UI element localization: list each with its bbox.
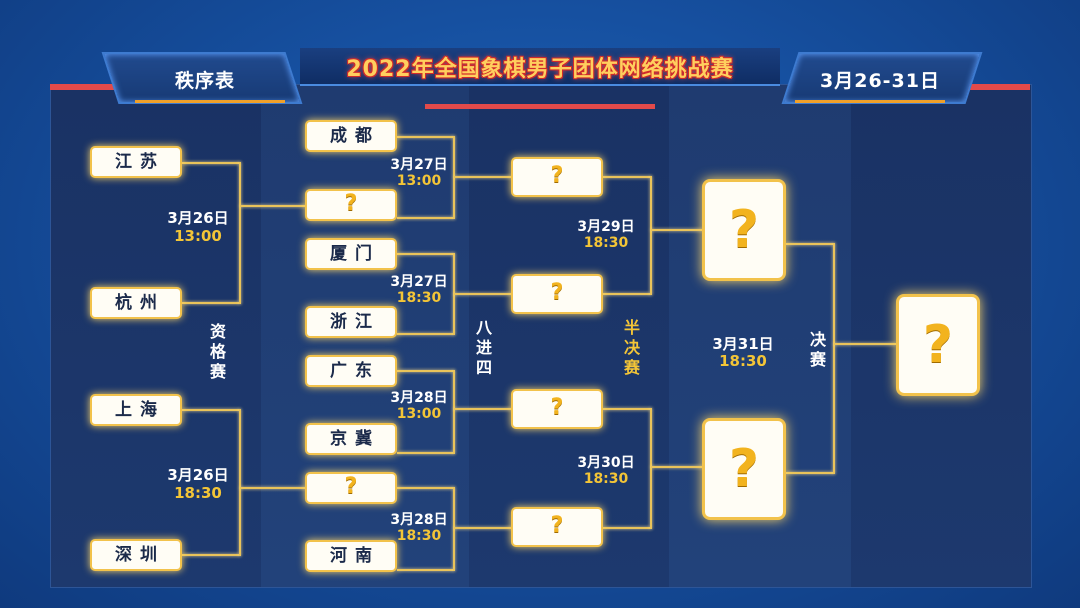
connector — [834, 343, 896, 345]
connector — [397, 370, 454, 372]
team-slot[interactable]: 河南 — [305, 540, 397, 572]
team-slot-placeholder[interactable]: ? — [511, 507, 603, 547]
match-time: 13:00 — [174, 227, 222, 245]
match-time: 18:30 — [174, 484, 222, 502]
match-date: 3月29日 — [577, 219, 635, 235]
connector — [786, 243, 834, 245]
connector — [651, 229, 703, 231]
team-slot-placeholder[interactable]: ? — [305, 472, 397, 504]
connector — [650, 176, 652, 295]
placeholder-mark: ? — [728, 439, 760, 499]
finalist-slot[interactable]: ? — [702, 179, 786, 281]
match-date: 3月26日 — [167, 209, 229, 227]
date-range-label: 3月26-31日 — [820, 70, 940, 92]
connector — [454, 527, 512, 529]
connector — [603, 293, 651, 295]
team-slot-placeholder[interactable]: ? — [511, 274, 603, 314]
connector — [833, 243, 835, 474]
round-label-final: 决赛 — [809, 330, 826, 369]
connector — [182, 302, 240, 304]
connector — [182, 554, 240, 556]
team-slot[interactable]: 厦门 — [305, 238, 397, 270]
connector — [397, 333, 454, 335]
match-time: 18:30 — [719, 352, 767, 370]
match-time: 18:30 — [583, 471, 629, 487]
finalist-slot[interactable]: ? — [702, 418, 786, 520]
connector — [240, 487, 306, 489]
round-label-quarterfinal: 八进四 — [475, 318, 492, 377]
connector — [454, 408, 512, 410]
connector — [603, 527, 651, 529]
connector — [239, 409, 241, 556]
connector — [397, 569, 454, 571]
left-tab-underline — [135, 100, 285, 103]
match-time: 18:30 — [396, 290, 442, 306]
team-slot-placeholder[interactable]: ? — [511, 157, 603, 197]
team-slot[interactable]: 杭州 — [90, 287, 182, 319]
match-date: 3月26日 — [167, 466, 229, 484]
match-time: 13:00 — [396, 173, 442, 189]
connector — [397, 136, 454, 138]
schedule-label: 秩序表 — [174, 70, 235, 92]
connector — [182, 162, 240, 164]
connector — [397, 217, 454, 219]
team-slot-placeholder[interactable]: ? — [305, 189, 397, 221]
connector — [453, 487, 455, 571]
connector — [182, 409, 240, 411]
team-slot[interactable]: 广东 — [305, 355, 397, 387]
round-label-semifinal: 半决赛 — [623, 318, 640, 377]
team-slot[interactable]: 江苏 — [90, 146, 182, 178]
match-date: 3月28日 — [390, 512, 448, 528]
title-banner: 2022年全国象棋男子团体网络挑战赛 — [300, 48, 780, 86]
team-slot[interactable]: 上海 — [90, 394, 182, 426]
match-time: 18:30 — [583, 235, 629, 251]
connector — [453, 370, 455, 454]
connector — [454, 293, 512, 295]
team-slot[interactable]: 深圳 — [90, 539, 182, 571]
placeholder-mark: ? — [922, 315, 954, 375]
match-date: 3月31日 — [712, 335, 774, 353]
red-accent-left — [50, 84, 120, 90]
connector — [603, 176, 651, 178]
placeholder-mark: ? — [728, 200, 760, 260]
match-date: 3月30日 — [577, 455, 635, 471]
connector — [397, 253, 454, 255]
connector — [240, 205, 306, 207]
red-accent-right — [955, 84, 1030, 90]
connector — [239, 162, 241, 304]
team-slot[interactable]: 成都 — [305, 120, 397, 152]
match-date: 3月27日 — [390, 157, 448, 173]
red-accent-center — [425, 104, 655, 109]
match-time: 13:00 — [396, 406, 442, 422]
connector — [786, 472, 834, 474]
champion-slot[interactable]: ? — [896, 294, 980, 396]
connector — [397, 487, 454, 489]
team-slot-placeholder[interactable]: ? — [511, 389, 603, 429]
match-date: 3月28日 — [390, 390, 448, 406]
connector — [603, 408, 651, 410]
match-time: 18:30 — [396, 528, 442, 544]
right-tab-underline — [795, 100, 945, 103]
page-title: 2022年全国象棋男子团体网络挑战赛 — [346, 57, 734, 82]
team-slot[interactable]: 浙江 — [305, 306, 397, 338]
match-date: 3月27日 — [390, 274, 448, 290]
team-slot[interactable]: 京冀 — [305, 423, 397, 455]
round-label-qualifier: 资格赛 — [209, 322, 226, 381]
connector — [650, 408, 652, 529]
connector — [651, 466, 703, 468]
connector — [454, 176, 512, 178]
connector — [397, 452, 454, 454]
